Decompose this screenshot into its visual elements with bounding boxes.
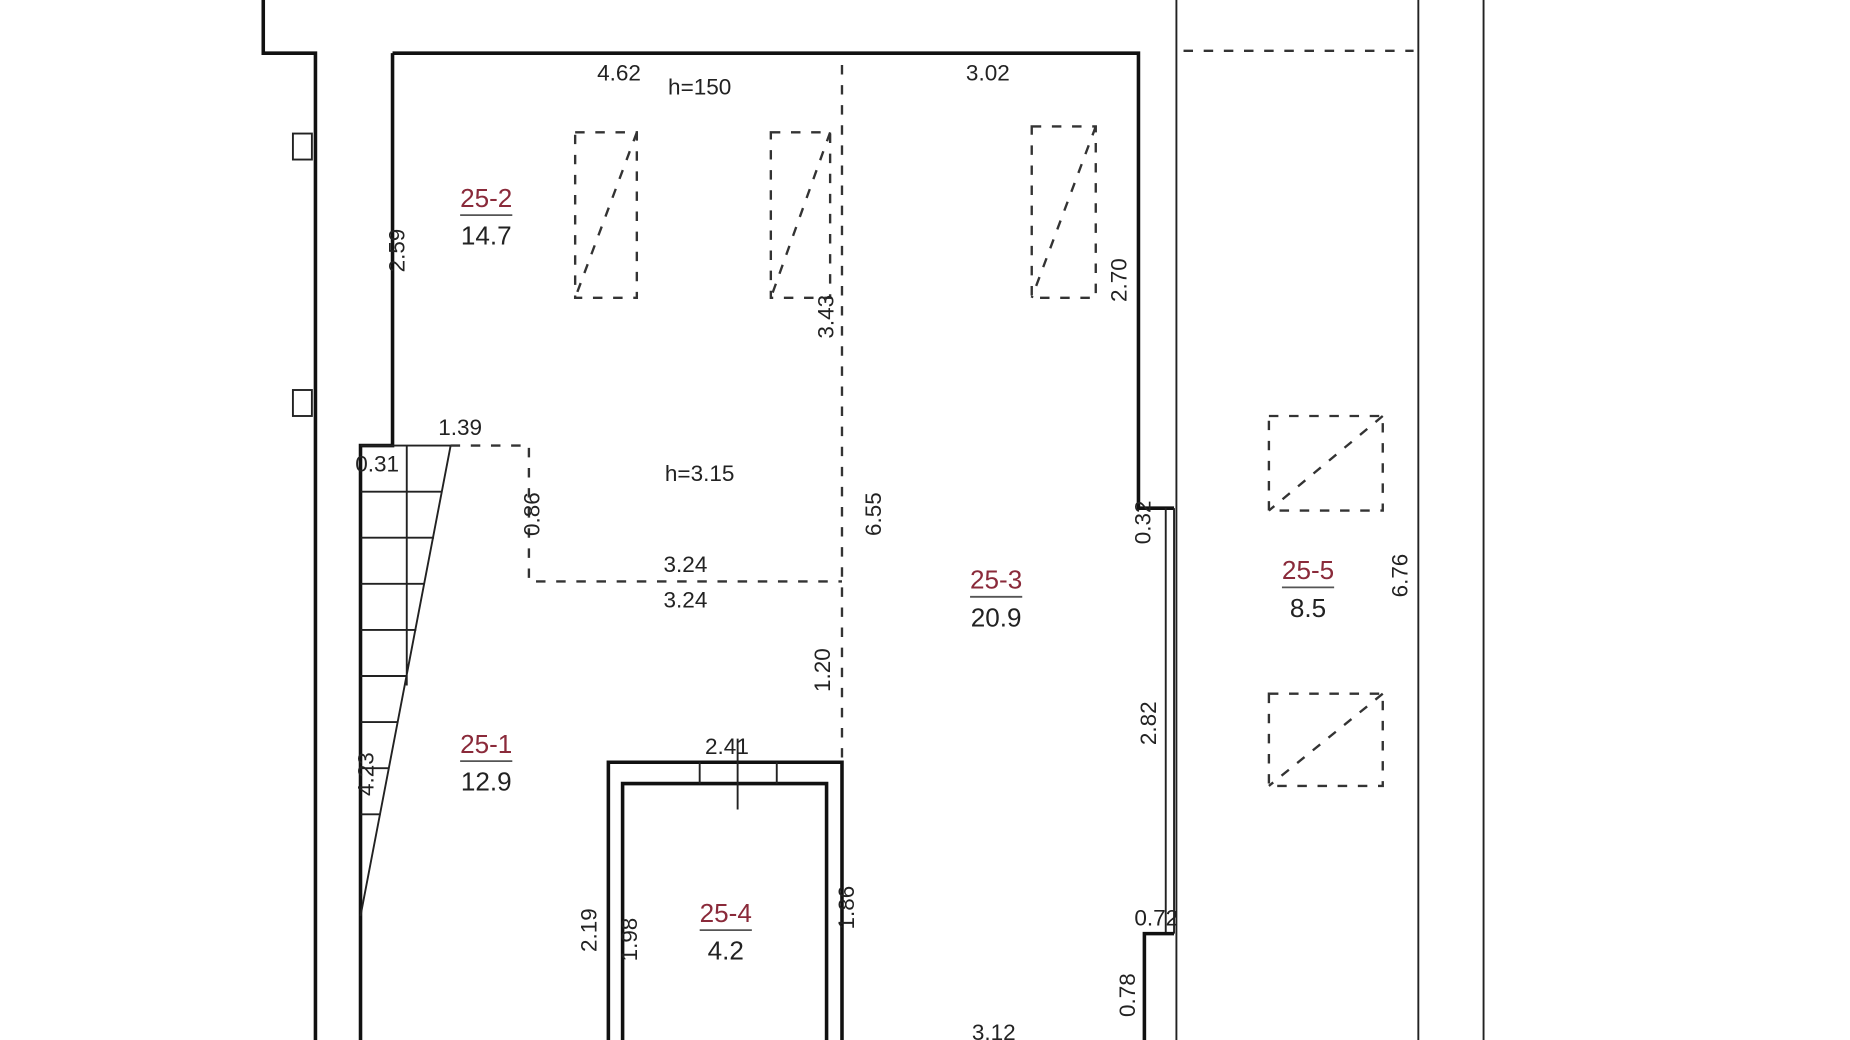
dimension-label: 6.55 [861,492,886,536]
dimension-label: 3.24 [664,587,708,612]
dimension-label: 4.23 [354,752,379,796]
dimension-labels: 4.62 h=150 3.02 2.59 2.70 3.43 1.39 0.31 h=3.15 0… [354,60,1413,1040]
dimension-label: 0.86 [520,492,545,536]
room-area: 8.5 [1290,593,1326,623]
dimension-label: h=150 [668,75,731,100]
room-label: 25-5 8.5 [1282,555,1334,623]
dimension-label: 3.43 [814,295,839,339]
room-id: 25-5 [1282,555,1334,585]
dimension-label: 2.59 [384,229,409,273]
dimension-label: 0.32 [1130,501,1155,545]
dimension-label: h=3.15 [665,461,735,486]
room-area: 12.9 [461,767,512,797]
dimension-label: 4.62 [597,60,641,85]
room-area: 20.9 [971,602,1022,632]
dimension-label: 2.19 [576,908,601,952]
room-label: 25-4 4.2 [700,898,752,966]
room-25-4-walls [606,738,844,1040]
dimension-label: 3.24 [664,552,708,577]
room-id: 25-1 [460,729,512,759]
room-label: 25-3 20.9 [970,565,1022,633]
dimension-label: 1.20 [810,648,835,692]
dimension-label: 1.39 [438,415,482,440]
room-id: 25-2 [460,183,512,213]
room-id: 25-3 [970,565,1022,595]
dimension-label: 2.70 [1107,258,1132,302]
dimension-label: 3.02 [966,60,1010,85]
dimension-label: 2.41 [705,734,749,759]
dimension-label: 0.72 [1134,905,1178,930]
dimension-label: 6.76 [1388,554,1413,598]
room-label: 25-2 14.7 [460,183,512,251]
room-area: 14.7 [461,221,512,251]
room-id: 25-4 [700,898,752,928]
dimension-label: 1.98 [617,918,642,962]
dimension-label: 2.82 [1136,701,1161,745]
room-label: 25-1 12.9 [460,729,512,797]
dashed-lines [450,49,1414,788]
dimension-label: 1.86 [834,886,859,930]
dimension-label: 3.12 [972,1020,1016,1040]
staircase [359,444,452,917]
room-area: 4.2 [708,936,744,966]
room-labels: 25-1 12.9 25-2 14.7 25-3 20.9 25-4 4.2 25-5 8.5 [460,183,1334,966]
dimension-label: 0.31 [355,452,399,477]
dimension-label: 0.78 [1115,973,1140,1017]
